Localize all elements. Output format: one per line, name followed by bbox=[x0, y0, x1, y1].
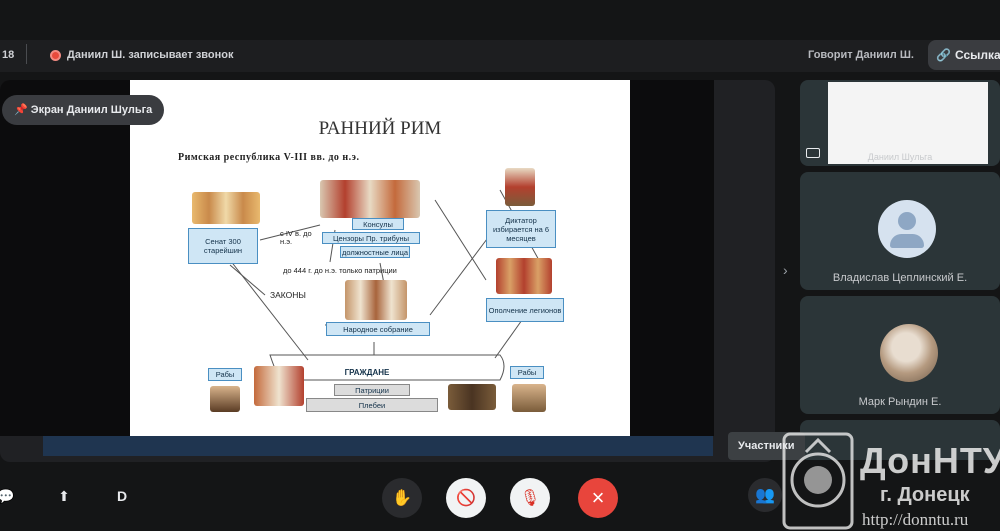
participant-name: Даниил Шульга bbox=[867, 152, 933, 162]
meeting-info-bar bbox=[0, 40, 1000, 72]
citizens-figures bbox=[254, 366, 304, 406]
camera-toggle-button[interactable]: 🚫 bbox=[446, 478, 486, 518]
participants-sidebar: Даниил Шульга Владислав Цеплинский Е. Ма… bbox=[800, 80, 1000, 460]
pinned-screen-label: Экран Даниил Шульга bbox=[30, 104, 153, 116]
participant-tile-presenter[interactable]: Даниил Шульга bbox=[800, 80, 1000, 166]
recording-notice: Даниил Ш. записывает звонок bbox=[67, 49, 234, 61]
watermark-url: http://donntu.ru bbox=[862, 510, 969, 529]
censors-box: Цензоры Пр. трибуны bbox=[322, 232, 420, 244]
present-screen-icon bbox=[806, 148, 820, 158]
shared-screen-margin bbox=[630, 80, 714, 436]
raise-hand-button[interactable]: ✋ bbox=[382, 478, 422, 518]
plebeians-box: Плебеи bbox=[306, 398, 438, 412]
participant-name: Владислав Цеплинский Е. bbox=[832, 272, 968, 284]
watermark-city: г. Донецк bbox=[880, 484, 970, 506]
slaves-box-left: Рабы bbox=[208, 368, 242, 381]
avatar bbox=[878, 200, 936, 258]
chevron-right-icon[interactable]: › bbox=[783, 262, 788, 278]
pinned-screen-chip[interactable]: 📌 Экран Даниил Шульга bbox=[2, 95, 165, 125]
since-iv-label: с IV в. до н.э. bbox=[280, 229, 312, 246]
copy-link-button[interactable]: 🔗Ссылка bbox=[928, 40, 1000, 70]
captions-icon[interactable]: D bbox=[116, 488, 128, 504]
legion-illustration bbox=[496, 258, 552, 294]
donntu-seal-logo bbox=[782, 432, 854, 530]
slave-figure-left bbox=[210, 386, 240, 412]
slaves-box-right: Рабы bbox=[510, 366, 544, 379]
slide-title: РАННИЙ РИМ bbox=[318, 118, 442, 139]
link-icon: 🔗 bbox=[936, 48, 951, 62]
consuls-box: Консулы bbox=[352, 218, 404, 230]
until-444-label: до 444 г. до н.э. только патриции bbox=[283, 266, 397, 275]
patricians-box: Патриции bbox=[334, 384, 410, 396]
participant-tile[interactable] bbox=[800, 420, 1000, 460]
slave-figure-right bbox=[512, 384, 546, 412]
record-icon bbox=[50, 50, 61, 61]
consuls-illustration bbox=[320, 180, 420, 218]
participant-tile[interactable]: Марк Рындин Е. bbox=[800, 296, 1000, 414]
watermark-title: ДонНТУ bbox=[860, 440, 1000, 481]
senators-illustration bbox=[192, 192, 260, 224]
divider bbox=[26, 44, 27, 64]
slide-subtitle: Римская республика V-III вв. до н.э. bbox=[178, 152, 360, 163]
assembly-illustration bbox=[345, 280, 407, 320]
presentation-slide: РАННИЙ РИМ Римская республика V-III вв. … bbox=[130, 80, 630, 436]
hand-icon: ✋ bbox=[392, 490, 412, 507]
camera-off-icon: 🚫 bbox=[456, 490, 476, 507]
people-icon: 👥 bbox=[755, 487, 775, 504]
shared-screen-margin bbox=[0, 80, 130, 436]
laws-label: ЗАКОНЫ bbox=[270, 290, 306, 300]
participants-tooltip: Участники bbox=[728, 432, 805, 460]
present-icon[interactable]: ⬆ bbox=[58, 488, 70, 504]
oxen-figure bbox=[448, 384, 496, 410]
militia-box: Ополчение легионов bbox=[486, 298, 564, 322]
dictator-illustration bbox=[505, 168, 535, 206]
chat-icon[interactable]: 💬 bbox=[0, 488, 15, 504]
assembly-box: Народное собрание bbox=[326, 322, 430, 336]
microphone-toggle-button[interactable]: 🎙 bbox=[510, 478, 550, 518]
avatar bbox=[880, 324, 938, 382]
dictator-box: Диктатор избирается на 6 месяцев bbox=[486, 210, 556, 248]
meeting-time: 18 bbox=[2, 49, 15, 61]
mic-off-icon: 🎙 bbox=[519, 490, 541, 507]
citizens-box: ГРАЖДАНЕ bbox=[324, 366, 410, 378]
top-bar bbox=[0, 0, 1000, 40]
presentation-thumbnail bbox=[828, 82, 988, 164]
senate-box: Сенат 300 старейшин bbox=[188, 228, 258, 264]
speaking-notice: Говорит Даниил Ш. bbox=[808, 49, 914, 61]
officials-box: должностные лица bbox=[340, 246, 410, 258]
pin-icon: 📌 bbox=[14, 104, 31, 116]
participant-tile[interactable]: Владислав Цеплинский Е. bbox=[800, 172, 1000, 290]
participant-name: Марк Рындин Е. bbox=[858, 396, 942, 408]
end-call-button[interactable]: × bbox=[578, 478, 618, 518]
windows-taskbar bbox=[43, 436, 713, 456]
copy-link-label: Ссылка bbox=[954, 48, 1000, 62]
shared-screen-stage[interactable]: РАННИЙ РИМ Римская республика V-III вв. … bbox=[0, 80, 775, 462]
participants-button[interactable]: 👥 bbox=[748, 478, 782, 512]
end-call-icon: × bbox=[591, 485, 605, 510]
